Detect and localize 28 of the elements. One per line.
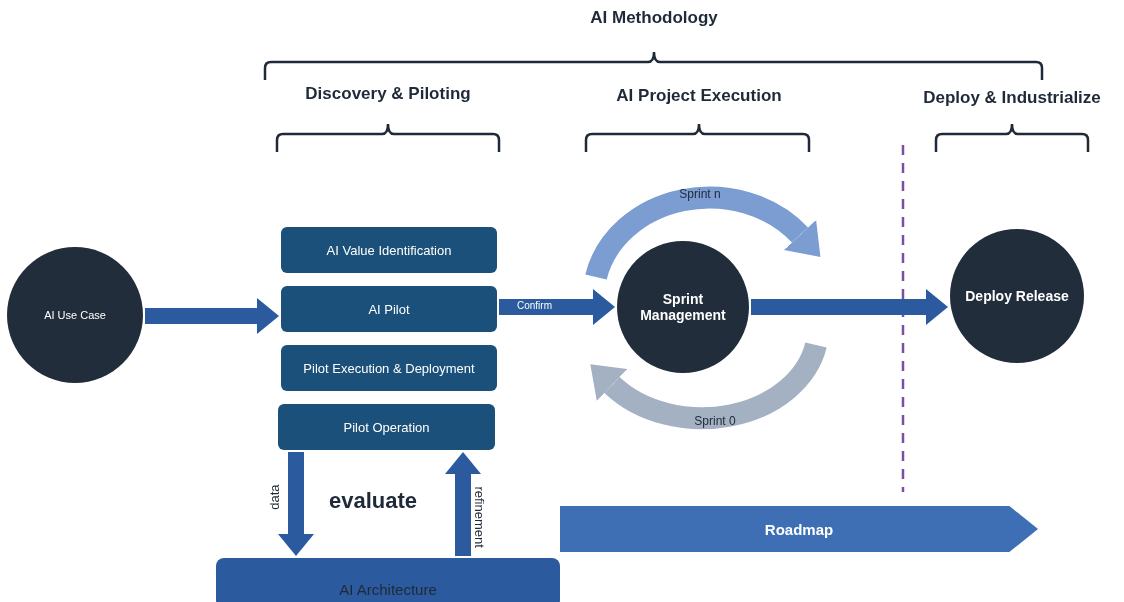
arrow	[445, 452, 481, 556]
node-label: AI Architecture	[339, 580, 437, 598]
node-label: Roadmap	[764, 520, 834, 538]
node-label: AI Use Case	[44, 309, 106, 321]
diagram-title: AI Methodology	[590, 8, 718, 28]
node-label: Sprint Management	[639, 291, 727, 323]
section-heading: evaluate	[328, 488, 418, 514]
process-box	[281, 227, 497, 273]
base-bar	[216, 558, 560, 602]
section-heading: AI Project Execution	[616, 86, 782, 106]
edge-label: data	[267, 484, 282, 510]
node-label: Deploy Release	[965, 288, 1069, 304]
node-label: Pilot Execution & Deployment	[303, 360, 475, 376]
process-box	[281, 345, 497, 391]
process-box	[278, 404, 495, 450]
node-label: AI Value Identification	[326, 242, 452, 258]
node-label: AI Pilot	[368, 301, 410, 317]
node-label: Pilot Operation	[343, 419, 430, 435]
arrow	[499, 289, 615, 325]
arrow	[278, 452, 314, 556]
section-heading: Deploy & Industrialize	[923, 88, 1101, 108]
section-heading: Discovery & Piloting	[305, 84, 471, 104]
process-box	[281, 286, 497, 332]
loop-label: Sprint n	[679, 187, 721, 201]
edge-label: Confirm	[517, 300, 552, 311]
arrow	[145, 298, 279, 334]
loop-label: Sprint 0	[694, 414, 736, 428]
arrow	[751, 289, 948, 325]
